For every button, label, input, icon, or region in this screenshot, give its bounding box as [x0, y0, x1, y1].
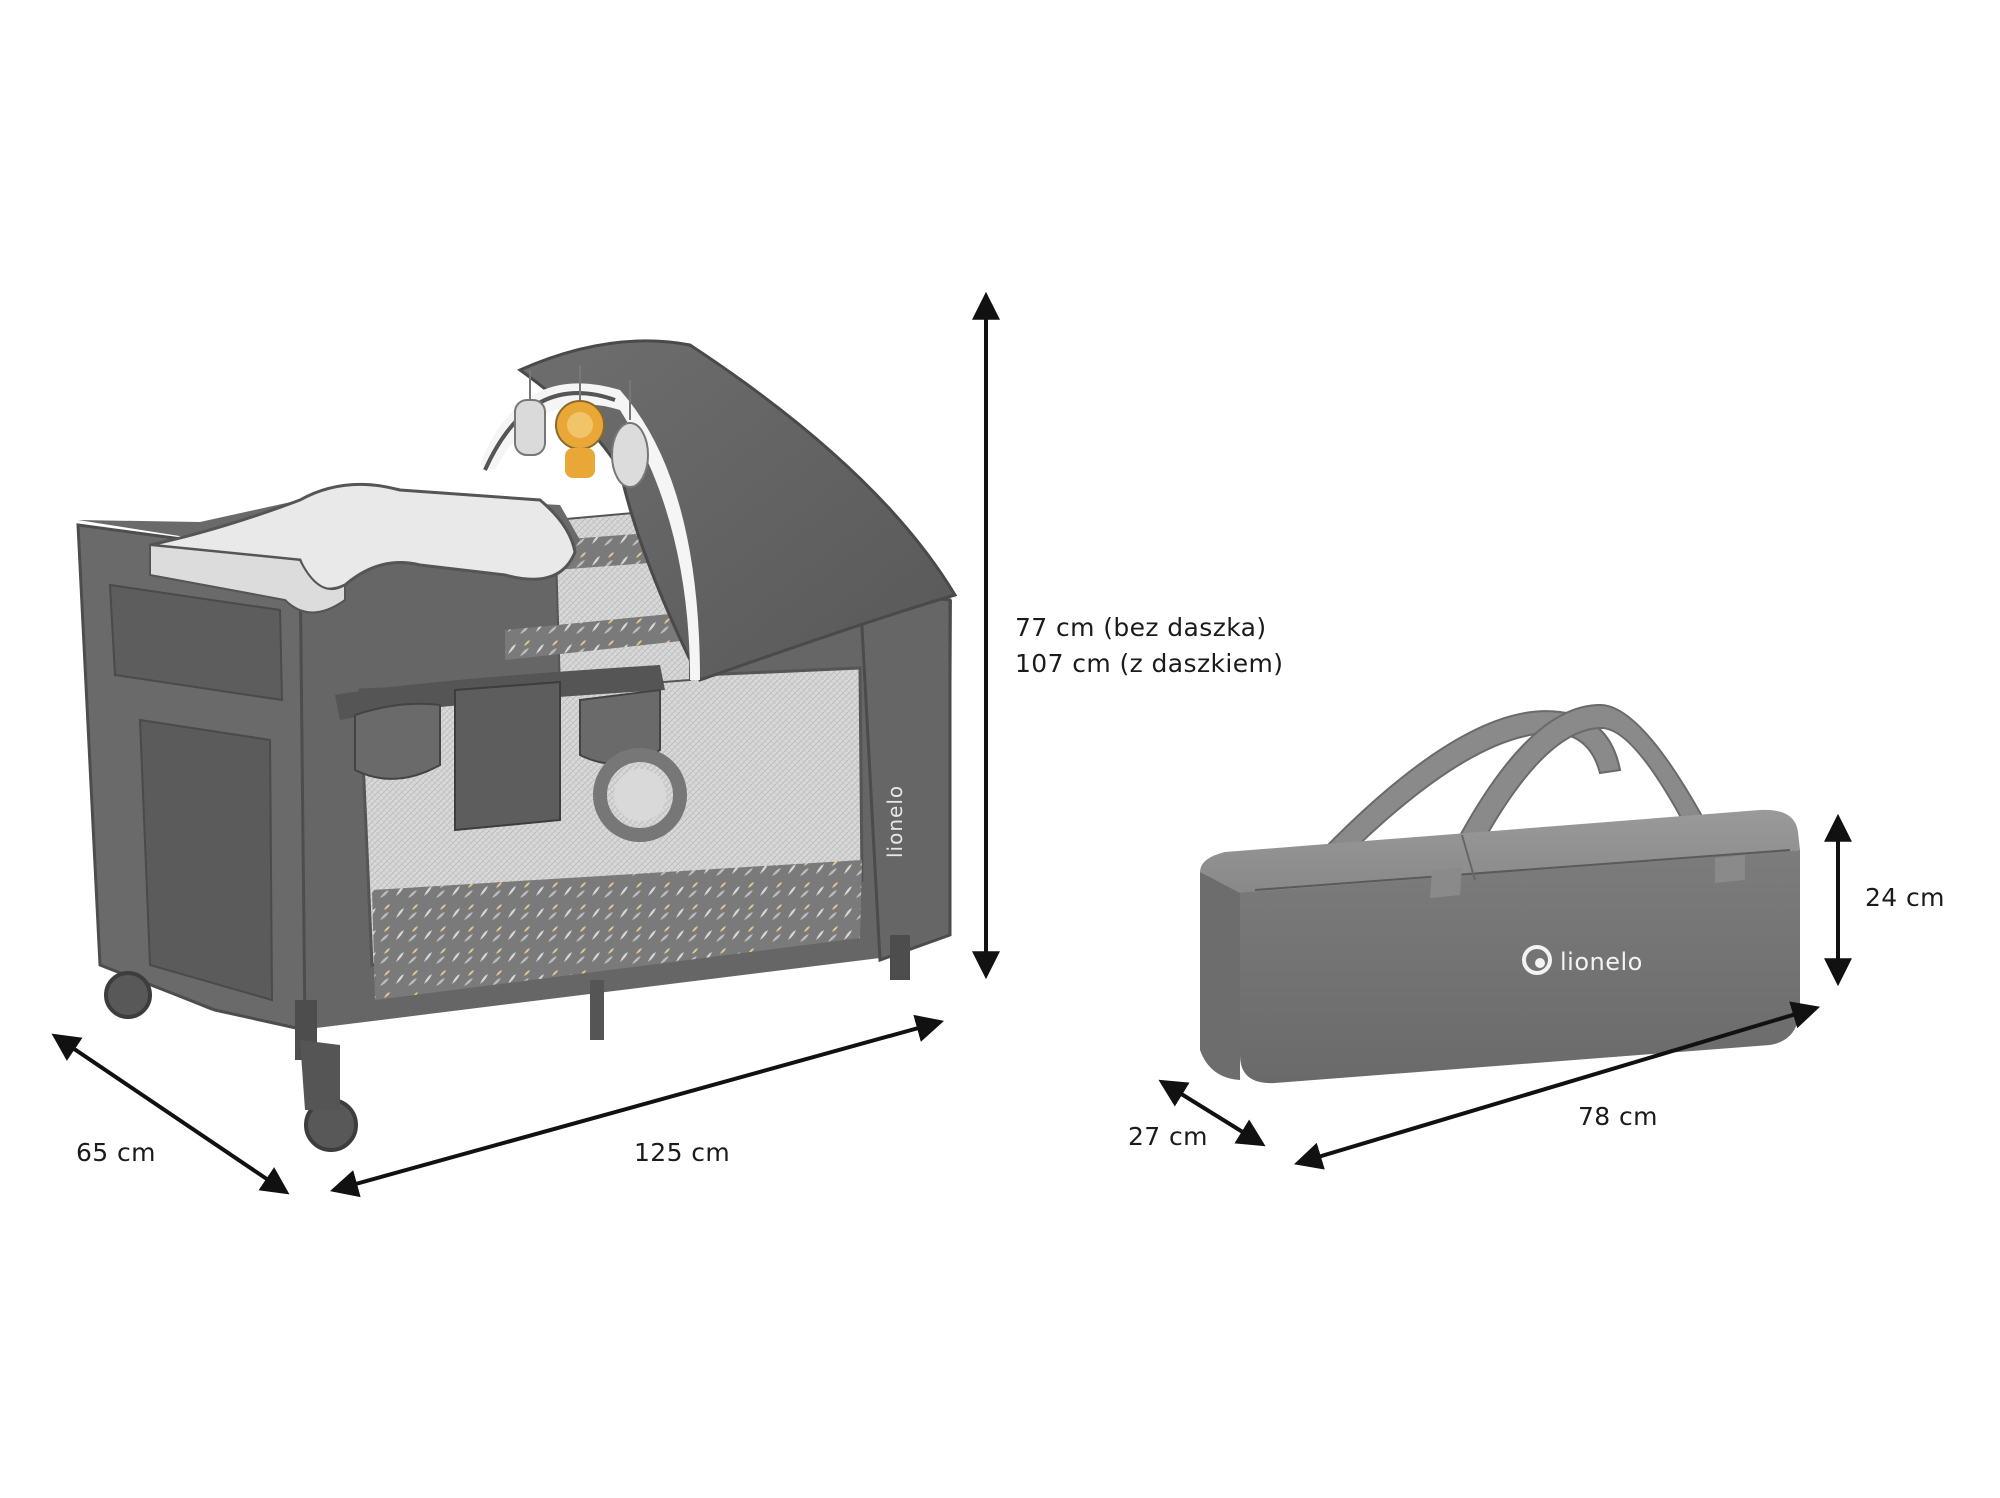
- crib-height-with-canopy: 107 cm (z daszkiem): [1015, 649, 1284, 678]
- crib-height-no-canopy: 77 cm (bez daszka): [1015, 613, 1267, 642]
- crib-depth-label: 65 cm: [76, 1138, 156, 1167]
- bag-height-label: 24 cm: [1865, 883, 1945, 912]
- crib-width-arrow: [329, 1014, 945, 1198]
- crib-brand-text: lionelo: [883, 785, 907, 858]
- carry-bag-illustration: lionelo: [1200, 703, 1800, 1084]
- crib-height-label: 77 cm (bez daszka) 107 cm (z daszkiem): [1015, 610, 1283, 682]
- bag-logo-icon: [1522, 945, 1552, 975]
- bag-width-arrow: [1293, 1001, 1821, 1170]
- crib-dimension-arrows: [51, 291, 1000, 1198]
- travel-cot-illustration: lionelo: [76, 339, 958, 1152]
- crib-width-label: 125 cm: [634, 1138, 731, 1167]
- bag-depth-arrow: [1158, 1079, 1266, 1147]
- bag-dimension-arrows: [1158, 813, 1852, 1170]
- bag-brand-text: lionelo: [1560, 948, 1643, 976]
- bag-width-label: 78 cm: [1578, 1102, 1658, 1131]
- crib-depth-arrow: [51, 1033, 290, 1195]
- bag-depth-label: 27 cm: [1128, 1122, 1208, 1151]
- hanging-toys: [514, 365, 649, 488]
